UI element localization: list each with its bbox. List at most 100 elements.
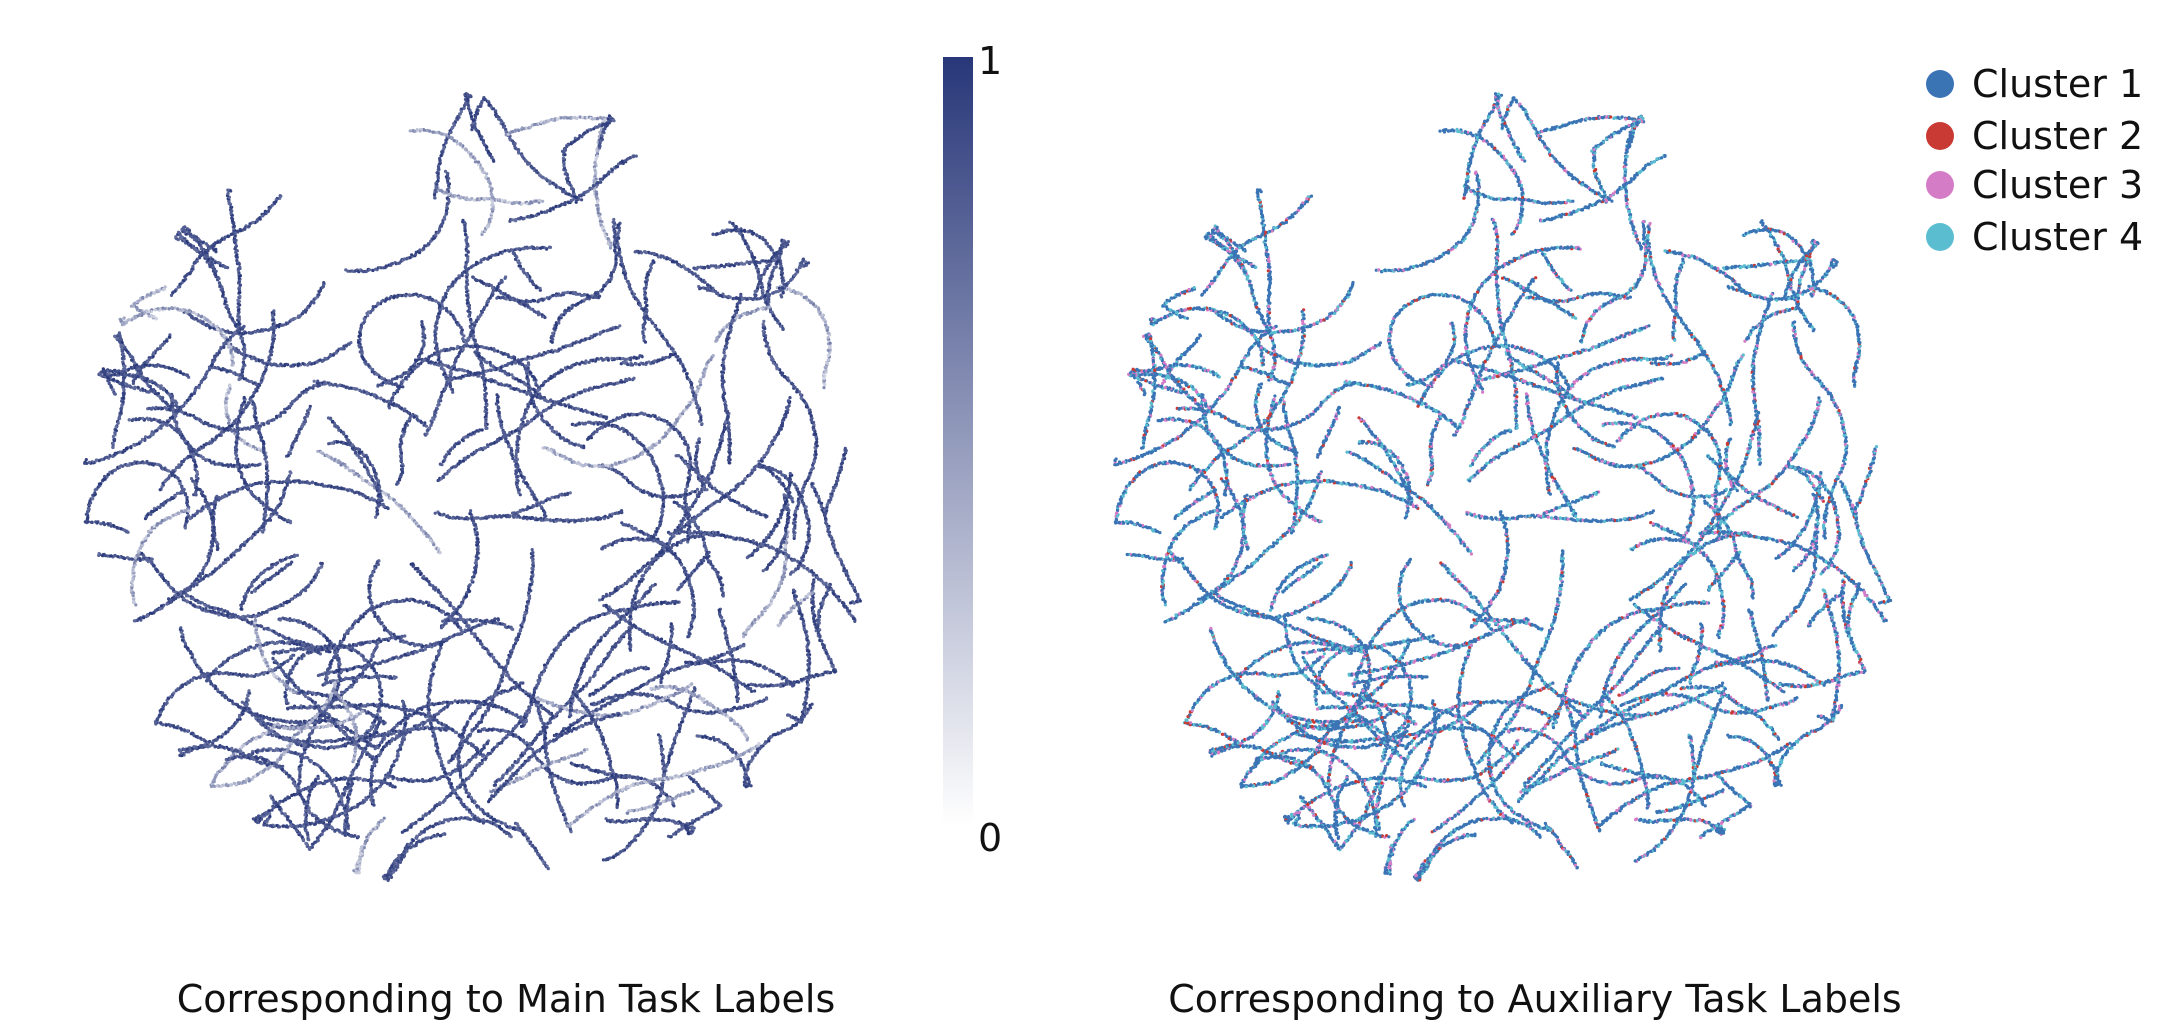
- scatter-point: [720, 620, 725, 624]
- scatter-point: [292, 720, 296, 725]
- scatter-point: [370, 601, 374, 605]
- scatter-point: [221, 463, 225, 467]
- scatter-point: [313, 481, 317, 486]
- scatter-point: [720, 615, 724, 620]
- scatter-point: [775, 475, 779, 479]
- scatter-point: [687, 791, 691, 795]
- scatter-point: [771, 527, 776, 532]
- scatter-point: [238, 294, 242, 298]
- scatter-point: [785, 540, 789, 544]
- scatter-point: [461, 337, 465, 341]
- scatter-point: [465, 245, 469, 249]
- scatter-point: [469, 509, 473, 513]
- scatter-point: [275, 480, 279, 484]
- scatter-point: [658, 439, 662, 443]
- scatter-point: [468, 583, 472, 587]
- scatter-point: [581, 715, 585, 720]
- scatter-point: [433, 233, 438, 237]
- scatter-point: [670, 667, 674, 672]
- scatter-point: [605, 329, 609, 333]
- scatter-point: [597, 214, 601, 218]
- scatter-point: [414, 820, 418, 824]
- scatter-point: [229, 554, 233, 558]
- scatter-point: [600, 698, 605, 702]
- scatter-point: [822, 386, 826, 390]
- scatter-point: [444, 621, 448, 625]
- scatter-point: [343, 806, 347, 810]
- scatter-point: [223, 694, 227, 698]
- scatter-point: [738, 645, 742, 649]
- scatter-point: [788, 471, 792, 476]
- scatter-point: [368, 580, 372, 584]
- scatter-point: [598, 219, 603, 223]
- scatter-point: [302, 654, 306, 658]
- scatter-point: [251, 817, 255, 821]
- scatter-point: [735, 699, 740, 704]
- scatter-point: [760, 610, 764, 614]
- scatter-point: [455, 346, 459, 351]
- scatter-point: [371, 268, 375, 273]
- scatter-point: [583, 781, 588, 785]
- scatter-point: [799, 292, 803, 296]
- scatter-point: [735, 707, 739, 711]
- scatter-point: [585, 747, 589, 752]
- scatter-point: [356, 651, 360, 655]
- scatter-point: [488, 360, 492, 364]
- scatter-point: [306, 363, 310, 367]
- scatter-point: [297, 656, 301, 660]
- scatter-point: [683, 664, 687, 668]
- scatter-point: [296, 362, 300, 366]
- scatter-point: [788, 572, 793, 576]
- scatter-point: [781, 482, 785, 486]
- scatter-point: [580, 198, 584, 202]
- scatter-point: [610, 699, 614, 703]
- scatter-point: [226, 266, 230, 270]
- scatter-point: [807, 521, 811, 525]
- scatter-point: [638, 691, 642, 695]
- scatter-point: [511, 251, 515, 255]
- scatter-point: [267, 628, 271, 632]
- scatter-point: [221, 561, 225, 565]
- scatter-point: [429, 836, 433, 840]
- scatter-point: [823, 323, 828, 327]
- scatter-point: [804, 505, 808, 509]
- scatter-point: [826, 331, 830, 335]
- scatter-point: [226, 192, 230, 196]
- scatter-point: [410, 253, 414, 257]
- scatter-point: [723, 652, 727, 656]
- scatter-point: [369, 771, 373, 776]
- scatter-point: [580, 751, 584, 755]
- scatter-point: [411, 838, 415, 843]
- scatter-point: [598, 464, 602, 469]
- scatter-point: [289, 364, 293, 368]
- scatter-point: [291, 479, 295, 483]
- scatter-point: [232, 224, 236, 228]
- scatter-point: [399, 382, 403, 386]
- scatter-point: [357, 334, 361, 338]
- scatter-point: [229, 189, 233, 193]
- scatter-point: [599, 707, 603, 711]
- scatter-point: [323, 719, 327, 723]
- scatter-point: [312, 761, 316, 766]
- scatter-point: [711, 354, 715, 358]
- scatter-point: [522, 381, 526, 385]
- scatter-point: [397, 853, 401, 858]
- scatter-point: [428, 824, 432, 828]
- scatter-point: [693, 490, 697, 494]
- scatter-point: [434, 726, 438, 730]
- scatter-point: [680, 665, 685, 669]
- scatter-point: [379, 622, 383, 626]
- scatter-point: [475, 536, 479, 540]
- scatter-point: [666, 652, 671, 656]
- scatter-point: [476, 729, 481, 734]
- scatter-point: [608, 701, 612, 705]
- scatter-point: [445, 196, 449, 200]
- scatter-point: [392, 392, 396, 397]
- scatter-point: [232, 463, 236, 467]
- scatter-point: [466, 587, 471, 592]
- scatter-point: [470, 579, 474, 583]
- scatter-point: [238, 265, 242, 269]
- main-task-scatter-panel: [83, 92, 862, 883]
- scatter-point: [331, 353, 335, 357]
- scatter-point: [227, 418, 231, 422]
